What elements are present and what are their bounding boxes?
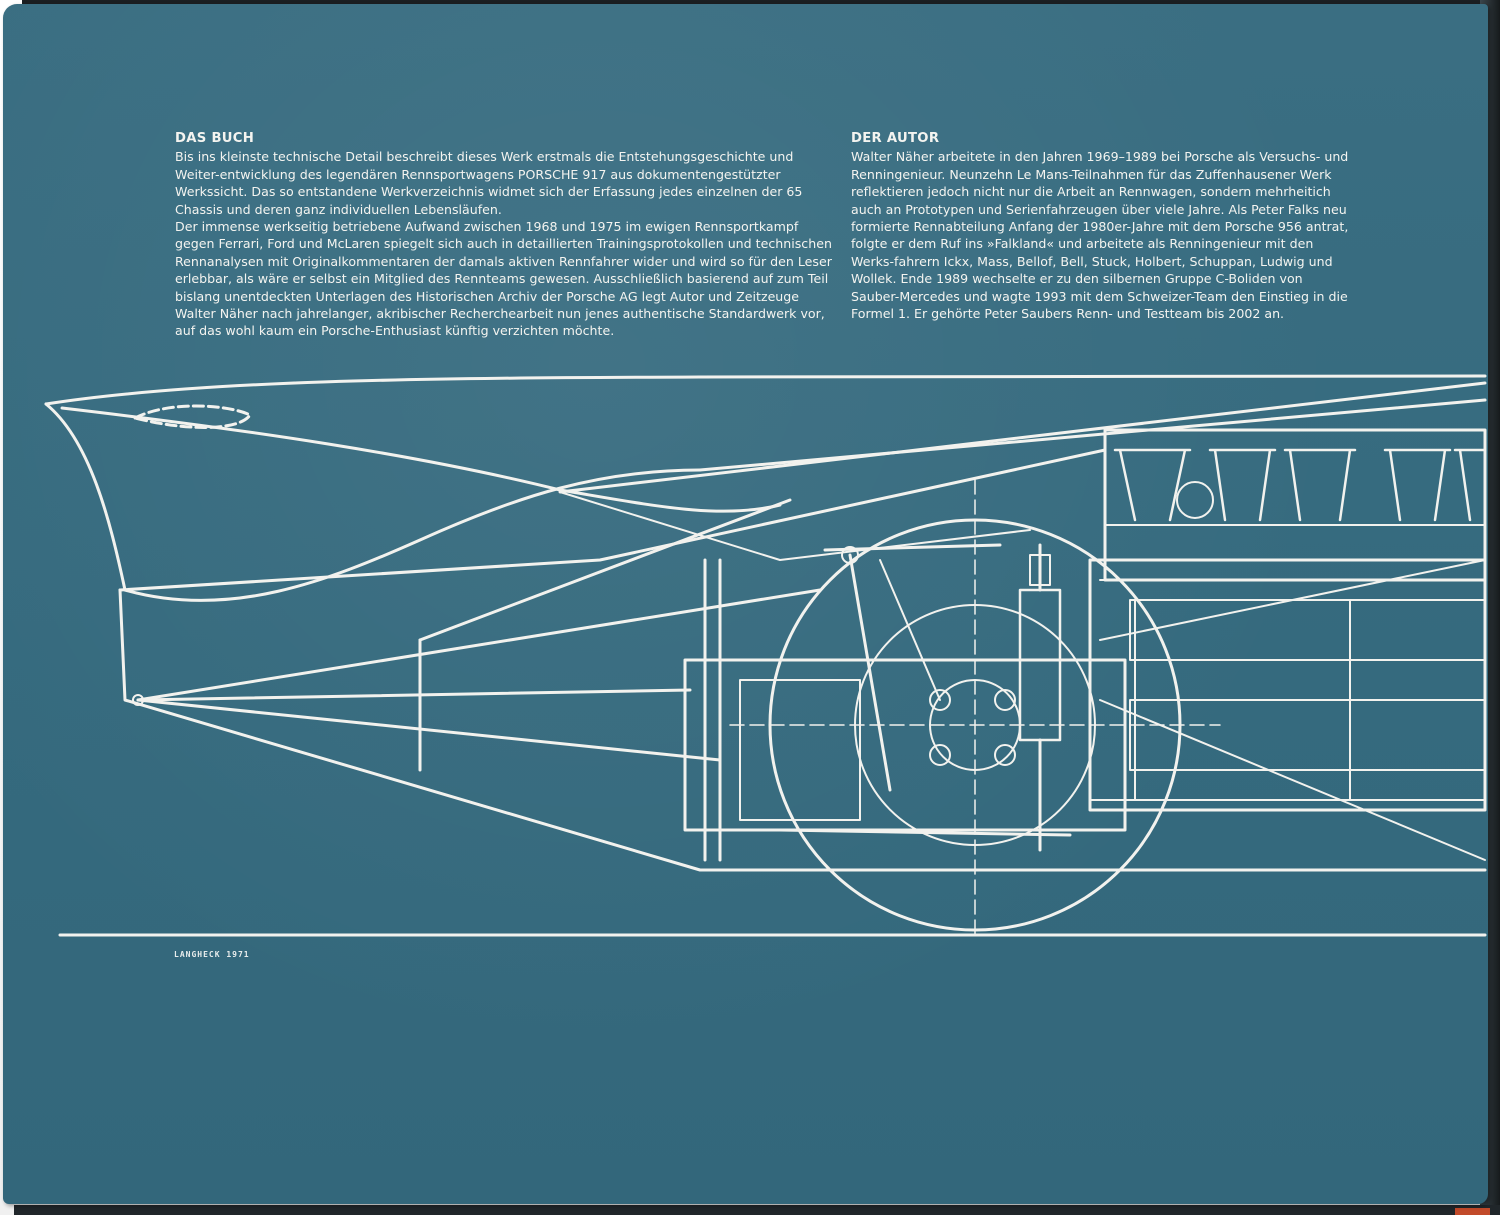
tail-airfoil: [133, 404, 252, 429]
upright-ball: [929, 679, 1021, 771]
engine-diag-2: [1099, 699, 1486, 861]
engine-block: [1103, 428, 1487, 582]
coil-spring: [1018, 588, 1062, 742]
frame-diagonal: [418, 498, 792, 642]
book-back-cover: [3, 4, 1488, 1204]
oil-sump: [1129, 699, 1486, 771]
der-autor-section: DER AUTOR Walter Näher arbeitete in den …: [851, 130, 1351, 322]
das-buch-section: DAS BUCH Bis ins kleinste technische Det…: [175, 130, 835, 340]
upper-body-line: [558, 381, 1487, 494]
crank-housing: [1129, 599, 1486, 661]
gearbox-housing: [739, 679, 861, 821]
upright-bolt-3: [994, 744, 1016, 766]
engine-diag-1: [1099, 559, 1486, 641]
lower-diagonal-2: [136, 588, 822, 702]
drawing-caption: LANGHECK 1971: [174, 950, 250, 959]
intake-trumpets: [1113, 448, 1487, 522]
suspension-link: [848, 553, 892, 792]
tail-outline: [44, 374, 1487, 406]
gearbox-block: [683, 658, 1127, 832]
das-buch-paragraph-1: Bis ins kleinste technische Detail besch…: [175, 149, 803, 217]
upright-bolt-1: [929, 689, 951, 711]
distributor: [1176, 481, 1214, 519]
lower-diagonal-3: [136, 698, 722, 762]
tail-lower-curve: [44, 402, 127, 592]
suspension-link-2: [879, 559, 941, 701]
damper-top: [1029, 554, 1051, 586]
lower-body-line: [118, 588, 1487, 872]
roof-line: [118, 448, 1107, 592]
bookmark-ribbon: [1455, 1208, 1490, 1215]
lower-wishbone: [778, 828, 1072, 837]
suspension-joint: [841, 546, 859, 564]
body-side-curve: [123, 468, 702, 602]
transaxle-box: [1088, 558, 1487, 812]
der-autor-heading: DER AUTOR: [851, 131, 940, 146]
das-buch-heading: DAS BUCH: [175, 131, 255, 146]
upright-bolt-2: [994, 689, 1016, 711]
book-bottom-edge: [14, 1205, 1500, 1215]
das-buch-paragraph-2: Der immense werkseitig betriebene Aufwan…: [175, 219, 832, 339]
der-autor-paragraph: Walter Näher arbeitete in den Jahren 196…: [851, 149, 1349, 322]
upper-body-line-2: [698, 398, 1487, 472]
lower-diagonal: [136, 688, 692, 702]
roll-line: [559, 491, 1031, 561]
tail-pivot: [132, 694, 144, 706]
upright-bolt-4: [929, 744, 951, 766]
